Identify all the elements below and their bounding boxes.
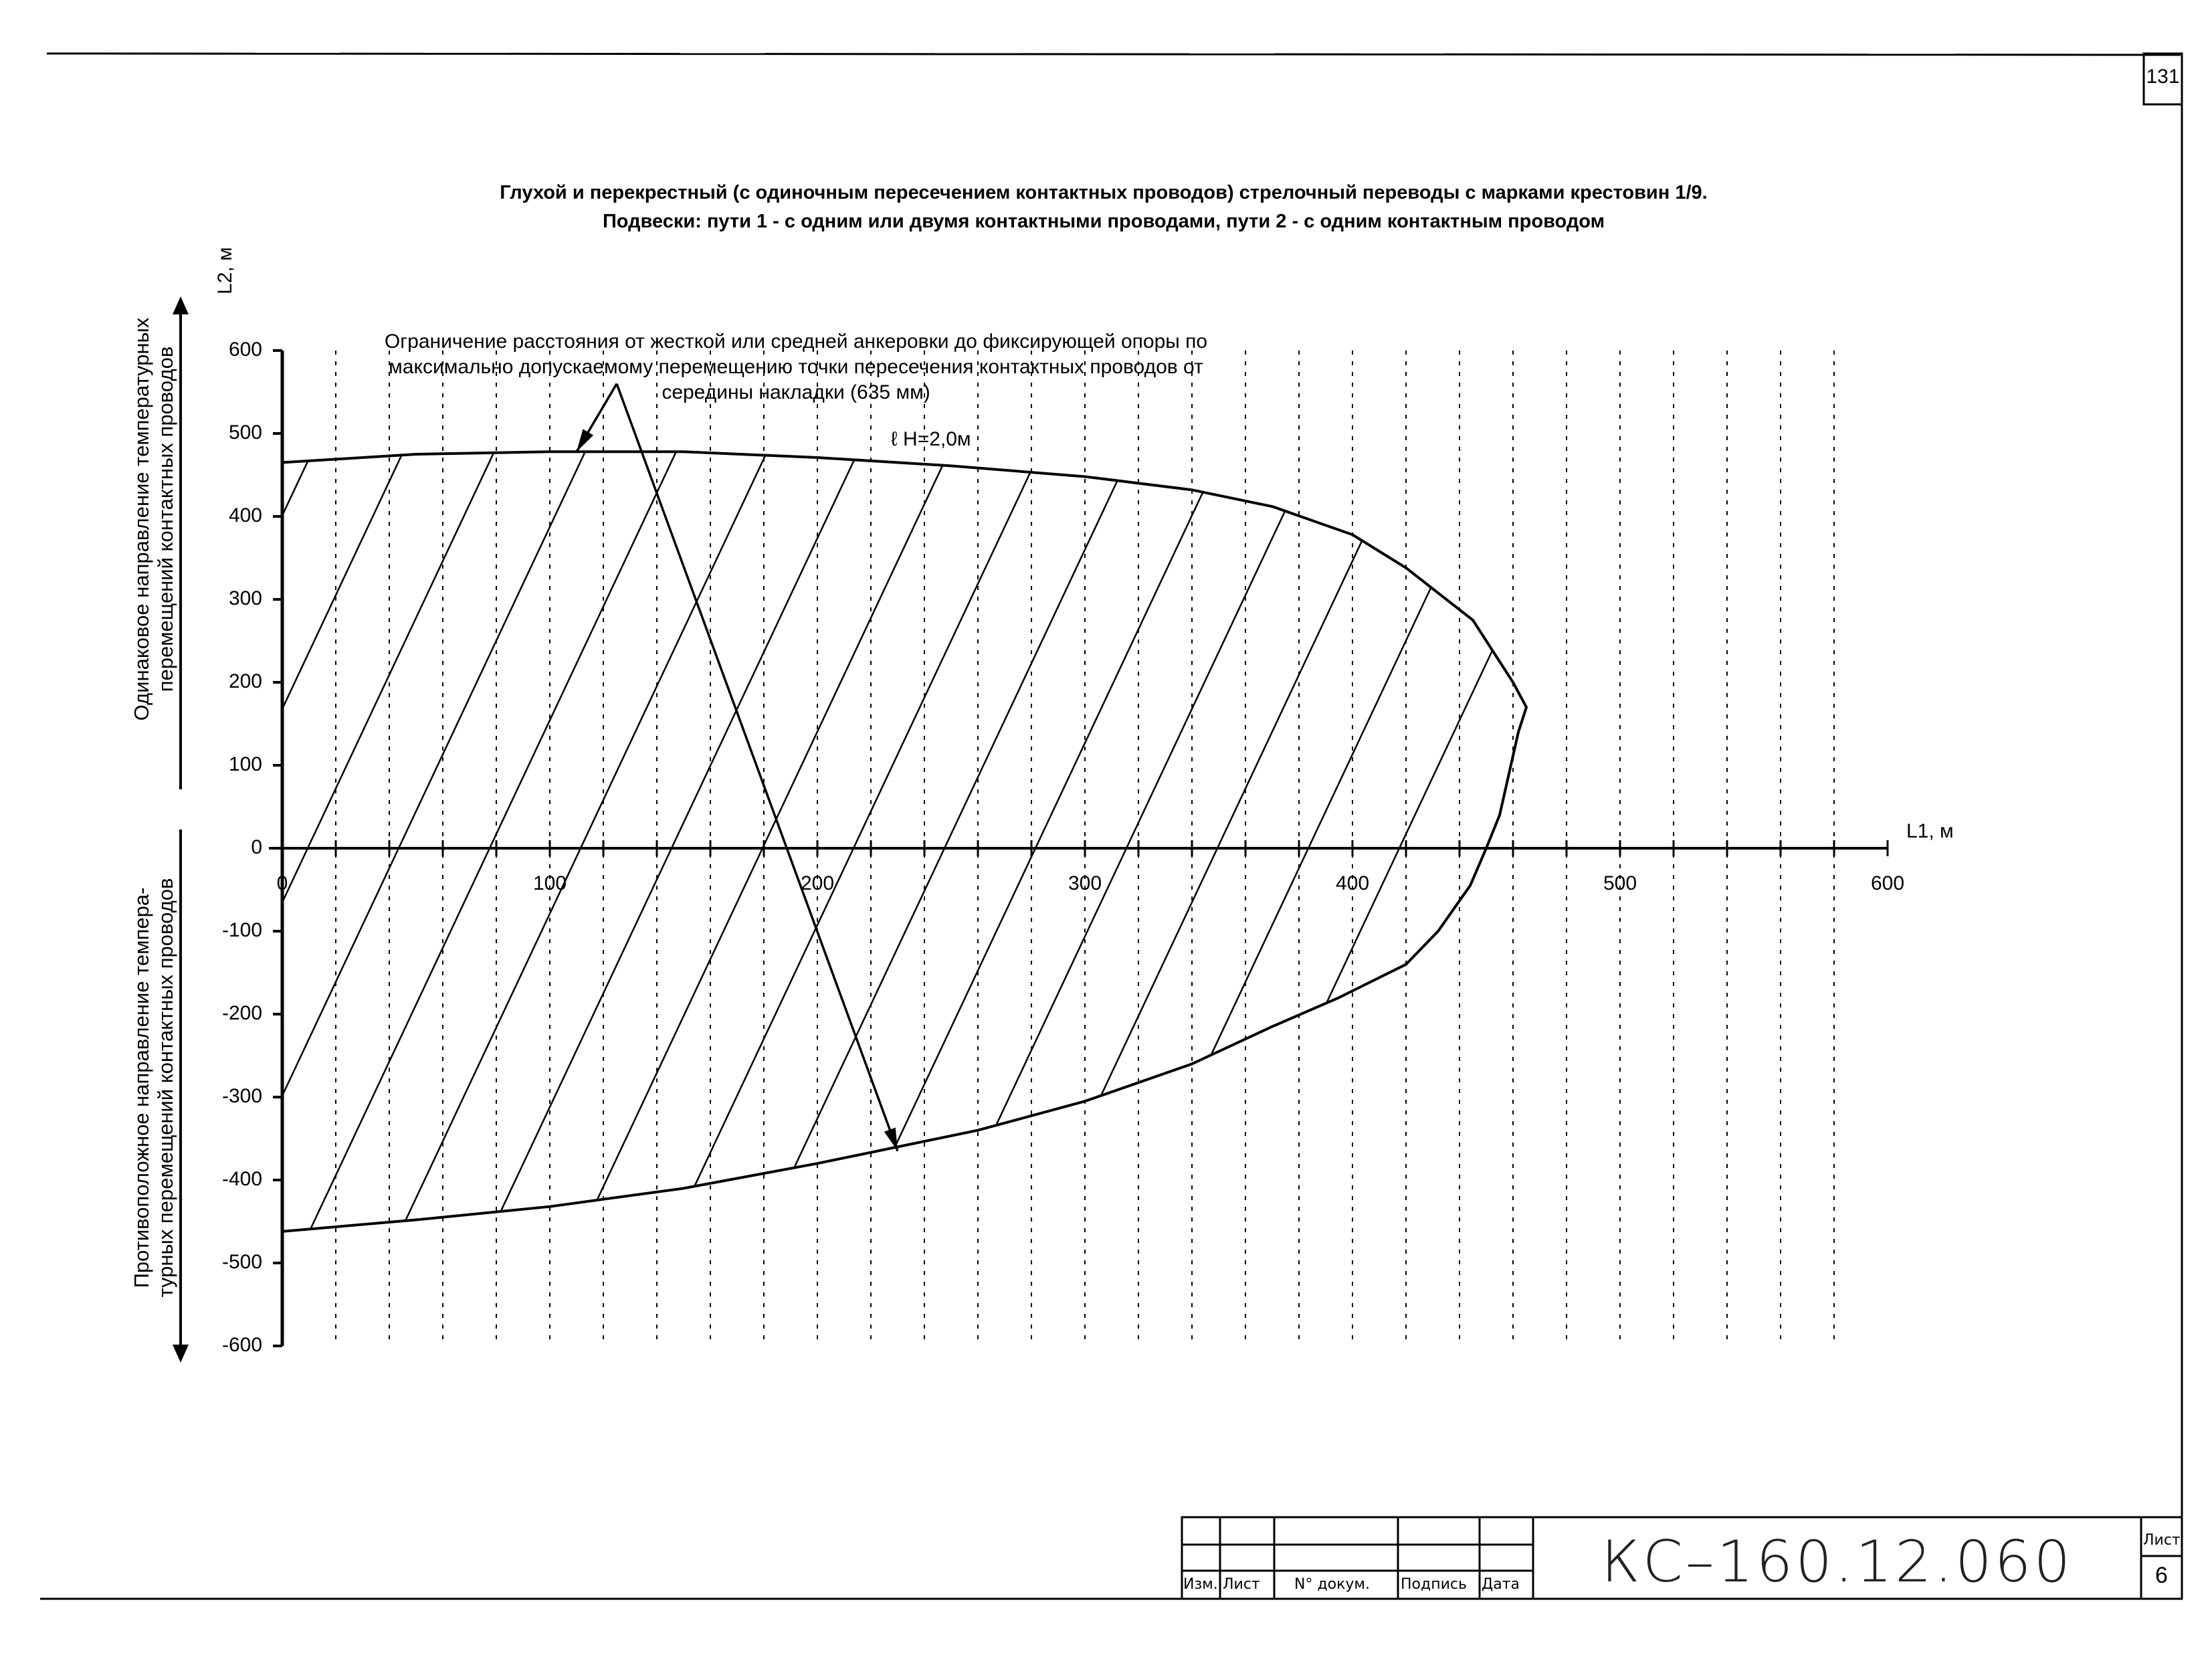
annotation-line2: максимально допускаемому перемещению точ…: [389, 356, 1203, 378]
x-tick-label: 0: [276, 872, 288, 894]
x-tick-label: 200: [800, 872, 835, 894]
annotation-line1: Ограничение расстояния от жесткой или ср…: [384, 330, 1208, 353]
arrow-up-icon: [173, 296, 189, 314]
y-tick-label: -600: [221, 1334, 262, 1356]
y-tick-label: 0: [251, 836, 262, 858]
tb-sheet-label: Лист: [2143, 1532, 2181, 1549]
sheet-number-top: 131: [2146, 66, 2180, 88]
x-tick-label: 600: [1870, 872, 1905, 894]
y-tick-label: 400: [228, 504, 262, 526]
x-axis-label: L1, м: [1906, 820, 1954, 842]
frame-top-line: [46, 52, 2181, 56]
x-tick-label: 300: [1068, 872, 1102, 894]
y-tick-label: -200: [221, 1002, 262, 1024]
chart-title-line2: Подвески: пути 1 - с одним или двумя кон…: [602, 211, 1605, 232]
tb-header-list: Лист: [1223, 1576, 1260, 1593]
lower-side-label-line1: Противоположное направление темпера-: [130, 887, 153, 1288]
doc-code: КС–160.12.060: [1601, 1529, 2074, 1595]
y-tick-label: -400: [221, 1168, 262, 1190]
sheet-number-box: [2142, 52, 2183, 106]
y-tick-label: 100: [228, 753, 262, 775]
chart-title-line1: Глухой и перекрестный (с одиночным перес…: [500, 182, 1708, 203]
x-tick-label: 500: [1603, 872, 1637, 894]
annotation-line3: середины накладки (635 мм): [662, 381, 930, 403]
arrowhead-icon: [577, 429, 594, 452]
y-tick-label: 300: [228, 587, 262, 609]
arrow-down-icon: [173, 1345, 189, 1363]
y-tick-label: -500: [221, 1251, 262, 1273]
boundary-curve: [281, 450, 1528, 1234]
annotation-arrows: [575, 383, 899, 1152]
x-tick-label: 100: [532, 872, 567, 894]
y-tick-label: 600: [228, 338, 262, 361]
axes: [269, 349, 1889, 1347]
title-block: [1181, 1516, 2183, 1600]
y-axis-label: L2, м: [214, 247, 236, 294]
y-tick-label: -100: [221, 919, 262, 941]
annotation-text: Ограничение расстояния от жесткой или ср…: [321, 329, 1271, 405]
curve-label: ℓ Н=2,0м: [891, 428, 971, 450]
y-tick-label: 200: [228, 670, 262, 692]
tb-sheet-value: 6: [2155, 1563, 2168, 1588]
tb-header-date: Дата: [1482, 1576, 1520, 1593]
tb-header-izm: Изм.: [1183, 1576, 1218, 1593]
tb-header-sign: Подпись: [1401, 1576, 1467, 1593]
upper-side-label-line1: Одинаковое направление температурных: [130, 317, 153, 721]
y-tick-label: -300: [221, 1085, 262, 1107]
x-tick-label: 400: [1335, 872, 1370, 894]
y-tick-label: 500: [228, 421, 262, 444]
tb-header-doc: N° докум.: [1294, 1576, 1371, 1593]
arrowhead-icon: [884, 1127, 898, 1151]
